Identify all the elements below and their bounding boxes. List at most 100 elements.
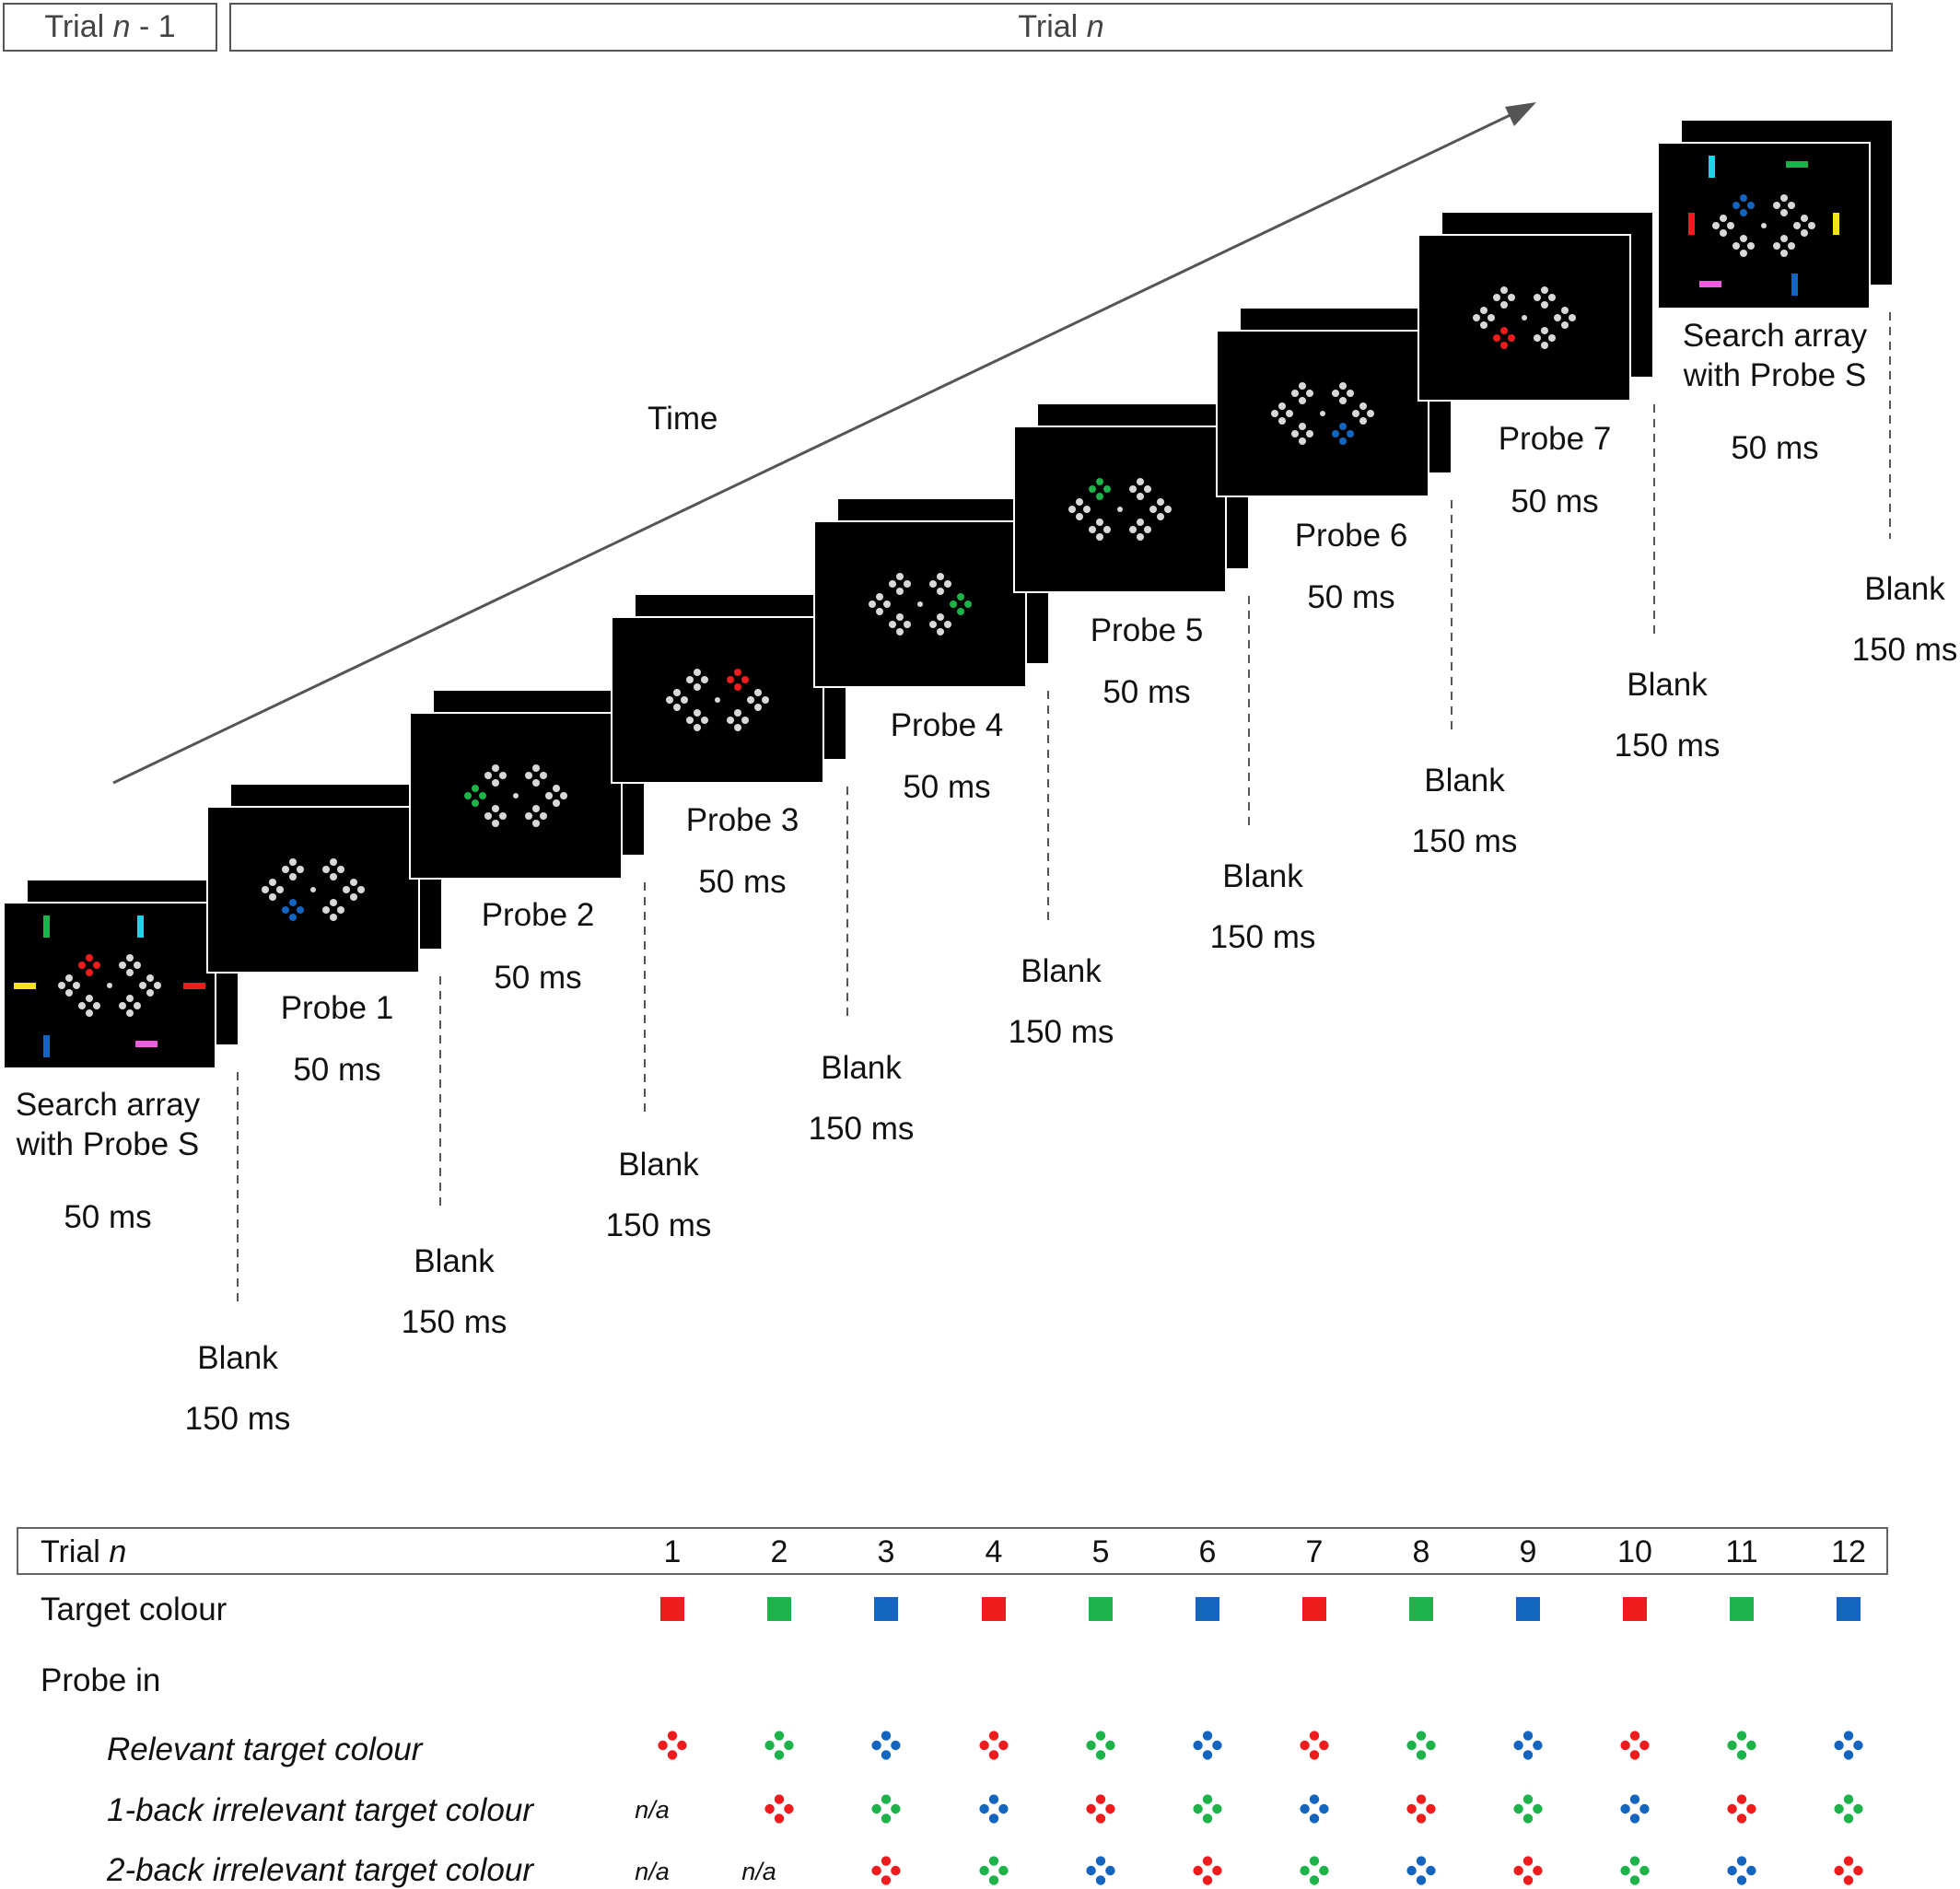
probe-dot (1426, 1740, 1436, 1751)
probe-dot (988, 1856, 999, 1866)
probe-dot (1569, 314, 1576, 321)
trial-prev-label: Trial (44, 9, 105, 44)
probe-dot (492, 764, 499, 772)
probe-dot (979, 1803, 989, 1814)
probe-dot (869, 601, 876, 608)
probe-dot (65, 989, 73, 997)
probe-dot (1522, 1731, 1534, 1741)
probe-dot (1736, 1813, 1747, 1824)
probe-cluster-cell (1086, 1794, 1115, 1824)
probe-dot (1747, 242, 1755, 250)
probe-cluster-cell (1513, 1794, 1543, 1824)
probe-dot (1095, 1750, 1106, 1760)
probe-dot (1639, 1865, 1650, 1876)
probe-dot (1513, 1865, 1523, 1876)
probe-dot (1157, 498, 1164, 506)
blank-dashed-line-1 (439, 976, 441, 1211)
probe-dot (1533, 1740, 1543, 1751)
probe-dot (1480, 307, 1488, 314)
probe-dot (1508, 334, 1515, 342)
target-colour-swatch-5 (1089, 1597, 1113, 1621)
trial-number-2: 2 (770, 1534, 788, 1569)
probe-dot (1629, 1875, 1640, 1885)
probe-dot (525, 772, 532, 779)
probe-cluster-cell (658, 1731, 687, 1760)
probe-dot (78, 1002, 86, 1009)
blank-duration-4: 150 ms (1008, 1014, 1114, 1050)
blank-dashed-line-0 (237, 1072, 239, 1308)
probe-dot (1629, 1794, 1640, 1804)
row-label-relevant: Relevant target colour (107, 1732, 423, 1767)
stimulus-duration-1: 50 ms (293, 1052, 381, 1088)
probe-dot (937, 573, 944, 580)
colored-bar (1688, 213, 1695, 235)
stimulus-name-2: Probe 2 (481, 897, 595, 933)
stimulus-duration-3: 50 ms (698, 864, 787, 900)
blank-label-0: Blank (197, 1340, 278, 1376)
probe-dot (134, 962, 141, 969)
target-colour-swatch-4 (982, 1597, 1006, 1621)
probe-dot (988, 1875, 999, 1885)
probe-dot (1076, 498, 1083, 506)
probe-dot (532, 805, 540, 812)
probe-dot (297, 866, 304, 873)
probe-dot (891, 1803, 901, 1814)
probe-dot (262, 886, 269, 893)
probe-dot (1086, 1865, 1096, 1876)
colored-bar (1833, 213, 1839, 235)
target-colour-swatch-9 (1516, 1597, 1540, 1621)
target-colour-swatch-12 (1837, 1597, 1861, 1621)
probe-dot (1105, 1803, 1115, 1814)
probe-dot (1522, 1813, 1534, 1824)
trial-number-9: 9 (1519, 1534, 1537, 1569)
probe-dot (1773, 242, 1780, 250)
probe-dot (1129, 485, 1137, 493)
blank-dashed-line-5 (1248, 596, 1250, 826)
probe-dot (774, 1813, 785, 1824)
probe-dot (1202, 1731, 1213, 1741)
blank-label-3: Blank (821, 1050, 902, 1086)
cell-na: n/a (741, 1858, 776, 1885)
probe-dot (1727, 1740, 1737, 1751)
stimulus-name-1: Probe 1 (280, 990, 394, 1026)
probe-dot (86, 954, 93, 962)
probe-cluster-cell (1406, 1731, 1436, 1760)
trial-n-box: Trial n (229, 3, 1893, 52)
blank-duration-8: 150 ms (1851, 632, 1958, 668)
stimulus-frame-2 (409, 689, 646, 880)
blank-duration-6: 150 ms (1411, 823, 1518, 859)
stimulus-duration-6: 50 ms (1307, 579, 1395, 615)
colored-bar (1791, 274, 1798, 296)
probe-dot (1843, 1856, 1854, 1866)
probe-dot (1541, 327, 1548, 334)
probe-dot (957, 608, 964, 615)
probe-dot (1727, 1865, 1737, 1876)
probe-dot (1319, 1740, 1329, 1751)
probe-dot (484, 812, 492, 820)
probe-dot (883, 601, 891, 608)
cell-na: n/a (635, 1796, 670, 1824)
probe-cluster-cell (1406, 1794, 1436, 1824)
probe-dot (929, 580, 937, 588)
probe-dot (322, 906, 330, 914)
blank-duration-3: 150 ms (808, 1111, 915, 1147)
colored-bar (183, 983, 205, 989)
probe-dot (1736, 1731, 1747, 1741)
fixation-dot (513, 793, 519, 799)
stimulus-frame-7 (1418, 211, 1654, 402)
stimulus-name-3: Probe 3 (685, 802, 799, 838)
probe-cluster-cell (1193, 1731, 1222, 1760)
screen-content (1271, 382, 1374, 445)
probe-dot (929, 621, 937, 628)
probe-dot (876, 593, 883, 601)
probe-dot (1500, 327, 1508, 334)
probe-dot (881, 1750, 892, 1760)
probe-dot (904, 580, 911, 588)
colored-bar (1786, 161, 1808, 168)
probe-dot (871, 1740, 881, 1751)
probe-dot (276, 886, 284, 893)
probe-dot (1339, 382, 1347, 390)
probe-dot (1746, 1865, 1756, 1876)
probe-cluster-cell (1727, 1731, 1756, 1760)
blank-dashed-line-7 (1653, 404, 1655, 635)
